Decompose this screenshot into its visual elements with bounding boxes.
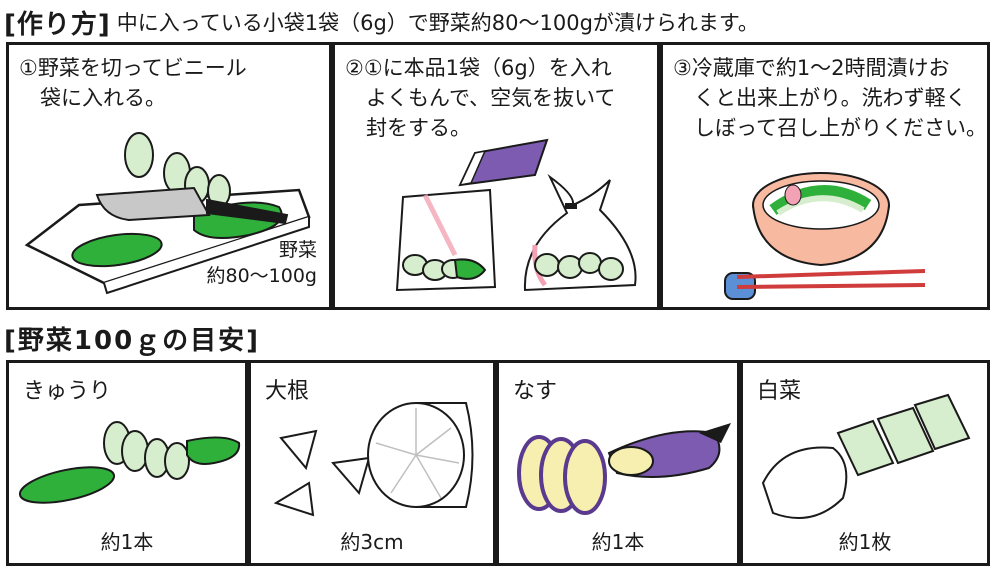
bowl-illustration — [724, 172, 926, 300]
cucumber-icon — [18, 421, 241, 504]
vegetable-amount: 約3cm — [340, 530, 404, 554]
vegetable-amount: 約1本 — [100, 530, 154, 554]
step-panel-3: ③冷蔵庫で約1～2時間漬けお くと出来上がり。洗わず軽く しぼって召し上がりくだ… — [660, 42, 990, 310]
step-panel-1: ①野菜を切ってビニール 袋に入れる。 野菜 約80～100g — [6, 42, 332, 310]
step-3-text: ③冷蔵庫で約1～2時間漬けお くと出来上がり。洗わず軽く しぼって召し上がりくだ… — [673, 56, 987, 140]
instructions-description: 中に入っている小袋1袋（6g）で野菜約80～100gが漬けられます。 — [116, 11, 759, 35]
vegetable-amount: 約1枚 — [838, 530, 892, 554]
vegetable-panel-daikon: 大根 約3cm — [248, 360, 496, 566]
step-panel-2: ②①に本品1袋（6g）を入れ よくもんで、空気を抜いて 封をする。 — [332, 42, 660, 310]
sealed-bag-icon — [523, 173, 637, 292]
napa-cabbage-icon — [761, 393, 971, 519]
vegetable-panel-cucumber: きゅうり 約1本 — [6, 360, 248, 566]
vegetable-panel-napa-cabbage: 白菜 約1枚 — [740, 360, 990, 566]
vegetable-panel-eggplant: なす 約1本 — [496, 360, 740, 566]
daikon-icon — [273, 402, 474, 517]
instructions-tag: [作り方] — [4, 9, 111, 40]
eggplant-icon — [517, 423, 731, 515]
step-2-text: ②①に本品1袋（6g）を入れ よくもんで、空気を抜いて 封をする。 — [345, 56, 616, 140]
bag-illustration — [395, 138, 637, 292]
vegetable-name: なす — [513, 379, 558, 404]
step-1-amount: 野菜 約80～100g — [206, 239, 317, 287]
bag-icon — [395, 188, 497, 292]
knife-icon — [95, 186, 289, 225]
amount-guide-title: [野菜100ｇの目安] — [4, 325, 261, 356]
vegetable-amount: 約1本 — [591, 530, 645, 554]
vegetable-name: きゅうり — [23, 379, 112, 404]
vegetable-name: 大根 — [265, 379, 310, 404]
vegetable-name: 白菜 — [757, 379, 802, 404]
bowl-icon — [752, 172, 890, 267]
cutting-vegetable-illustration — [24, 132, 311, 295]
instructions-header: [作り方] 中に入っている小袋1袋（6g）で野菜約80～100gが漬けられます。 — [4, 2, 759, 42]
chopsticks-icon — [724, 269, 926, 300]
step-1-text: ①野菜を切ってビニール 袋に入れる。 — [19, 56, 247, 110]
